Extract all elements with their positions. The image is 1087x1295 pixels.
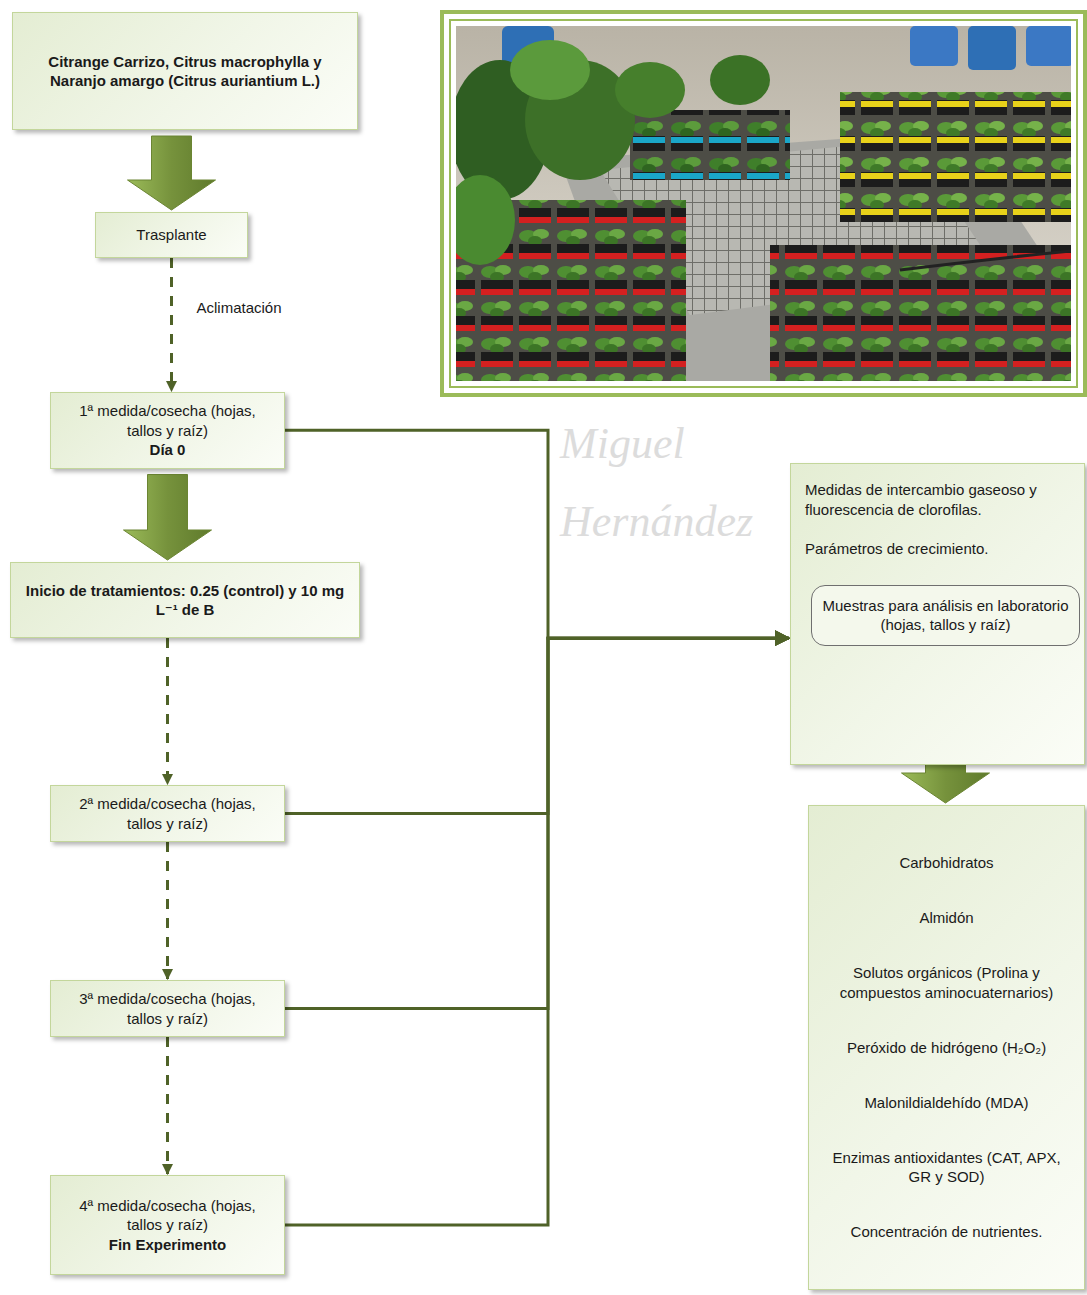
hose	[900, 250, 1071, 270]
connector-line	[285, 638, 789, 813]
node-text: Peróxido de hidrógeno (H₂O₂)	[821, 1038, 1072, 1058]
block-arrow	[124, 475, 212, 561]
node-text: Almidón	[821, 908, 1072, 928]
pot-row	[840, 92, 1071, 222]
water-barrel	[910, 26, 958, 66]
node-text: 3ª medida/cosecha (hojas, tallos y raíz)	[61, 989, 274, 1028]
pot-row	[630, 110, 790, 180]
node-text: Trasplante	[106, 225, 237, 245]
node-text: Carbohidratos	[821, 853, 1072, 873]
node-text: Parámetros de crecimiento.	[805, 539, 1072, 559]
connector-line	[285, 638, 789, 1008]
dashed-arrow	[166, 842, 169, 979]
photo-content	[456, 26, 1071, 381]
sample-box: Muestras para análisis en laboratorio (h…	[811, 585, 1080, 646]
node-text: 1ª medida/cosecha (hojas, tallos y raíz)	[61, 401, 274, 440]
foliage	[456, 175, 515, 265]
harvest-box: 1ª medida/cosecha (hojas, tallos y raíz)…	[50, 392, 285, 469]
analysis-box: CarbohidratosAlmidónSolutos orgánicos (P…	[808, 805, 1085, 1290]
node-text: Medidas de intercambio gaseoso y fluores…	[805, 480, 1072, 519]
watermark-text: Hernández	[560, 498, 753, 546]
node-text: Inicio de tratamientos: 0.25 (control) y…	[21, 581, 349, 620]
photo-frame	[442, 12, 1085, 395]
node-text: Concentración de nutrientes.	[821, 1222, 1072, 1242]
node-text: Enzimas antioxidantes (CAT, APX, GR y SO…	[821, 1148, 1072, 1187]
greenhouse-photo	[440, 10, 1087, 397]
treatment-box: Inicio de tratamientos: 0.25 (control) y…	[10, 562, 360, 638]
dashed-arrow	[166, 638, 169, 784]
measurement-box: Medidas de intercambio gaseoso y fluores…	[790, 463, 1085, 765]
node-text: Muestras para análisis en laboratorio (h…	[822, 596, 1069, 635]
harvest-box: 3ª medida/cosecha (hojas, tallos y raíz)	[50, 980, 285, 1037]
dashed-arrow	[166, 1037, 169, 1174]
node-text: Solutos orgánicos (Prolina y compuestos …	[821, 963, 1072, 1002]
foliage	[510, 40, 590, 100]
tall-plants	[456, 40, 770, 265]
node-text: Malonildialdehído (MDA)	[821, 1093, 1072, 1113]
species-box: Citrange Carrizo, Citrus macrophylla y N…	[12, 12, 358, 130]
foliage	[615, 62, 685, 118]
connector-line	[285, 430, 789, 638]
pot-row	[770, 245, 1071, 381]
edge-label: Aclimatación	[194, 298, 285, 317]
harvest-box: 4ª medida/cosecha (hojas, tallos y raíz)…	[50, 1175, 285, 1275]
connector-line	[285, 638, 789, 1225]
node-text: 4ª medida/cosecha (hojas, tallos y raíz)	[61, 1196, 274, 1235]
block-arrow	[128, 136, 216, 210]
harvest-box: 2ª medida/cosecha (hojas, tallos y raíz)	[50, 785, 285, 842]
water-barrel	[968, 26, 1016, 70]
watermark-text: Miguel	[560, 420, 685, 468]
foliage	[710, 55, 770, 105]
water-barrel	[1026, 26, 1071, 66]
node-text: Fin Experimento	[61, 1235, 274, 1255]
node-text: 2ª medida/cosecha (hojas, tallos y raíz)	[61, 794, 274, 833]
node-text: Día 0	[61, 440, 274, 460]
dashed-arrow	[170, 258, 173, 391]
node-text: Citrange Carrizo, Citrus macrophylla y N…	[23, 52, 347, 91]
process-box: Trasplante	[95, 212, 248, 258]
